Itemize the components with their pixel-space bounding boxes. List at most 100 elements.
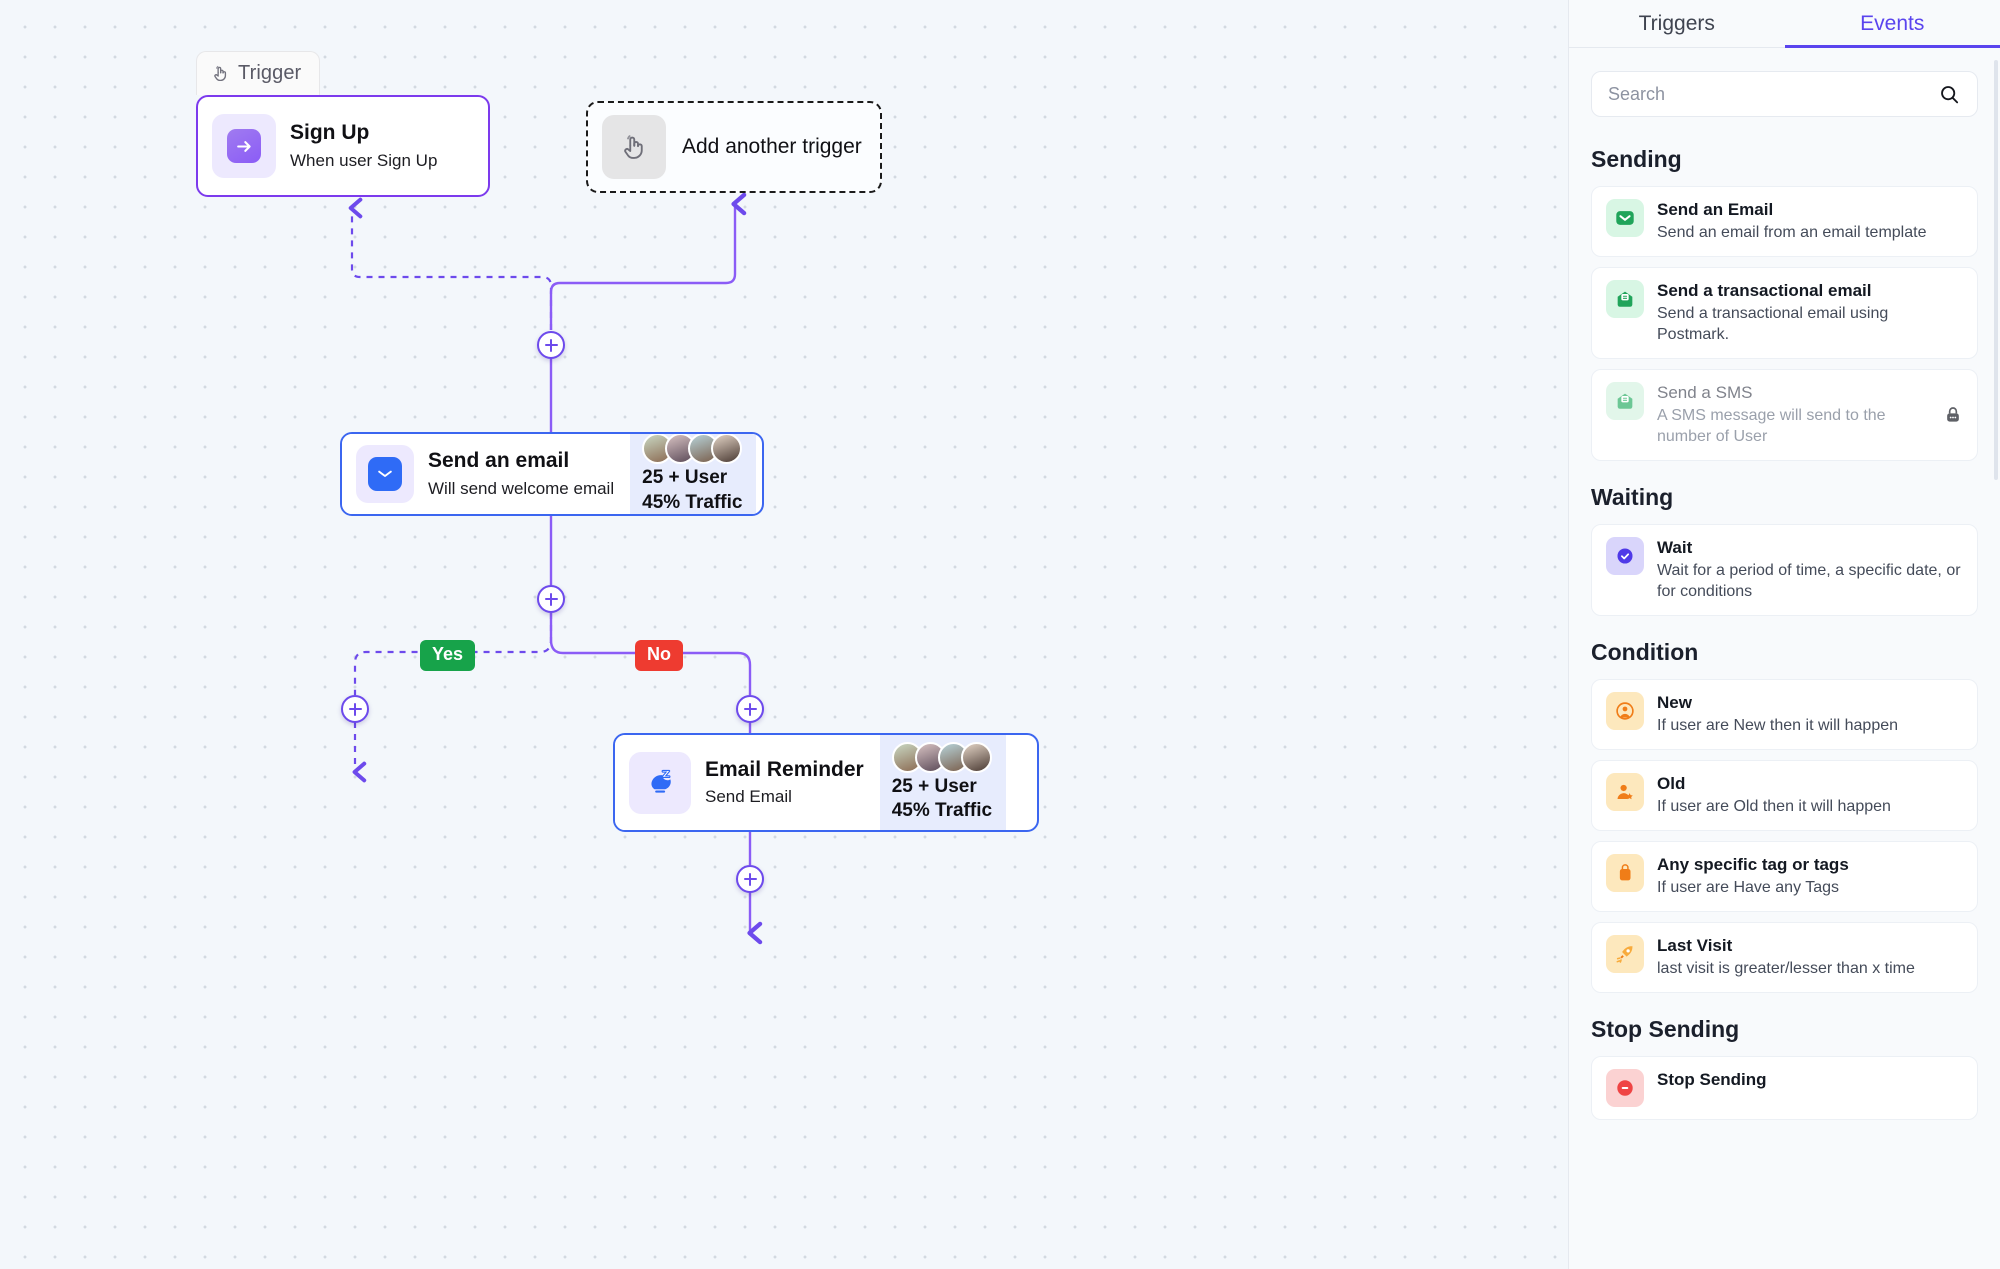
- section-title: Condition: [1591, 638, 1699, 665]
- stat-traffic: 45% Traffic: [891, 800, 993, 821]
- stat-traffic: 45% Traffic: [642, 491, 743, 513]
- envelope-doc-icon: [1606, 381, 1644, 420]
- tab-events[interactable]: Events: [1784, 0, 2000, 48]
- node-subtitle: Send Email: [705, 787, 792, 807]
- lock-icon: [1943, 405, 1963, 425]
- add-trigger-label: Add another trigger: [682, 135, 862, 158]
- search-input[interactable]: [1608, 83, 1938, 105]
- node-title: Sign Up: [290, 121, 370, 145]
- user-circle-icon: [1606, 691, 1644, 730]
- event-desc: If user are Have any Tags: [1657, 878, 1840, 896]
- node-add-another-trigger[interactable]: Add another trigger: [586, 101, 882, 193]
- node-sign-up[interactable]: Sign Up When user Sign Up: [196, 95, 490, 197]
- node-icon-wrapper: [356, 445, 414, 503]
- event-card-text: Send a SMS A SMS message will send to th…: [1657, 382, 1963, 448]
- search-box[interactable]: [1591, 71, 1978, 117]
- events-sidebar: Triggers Events Sending: [1568, 0, 2000, 1269]
- add-step-button[interactable]: [537, 331, 565, 359]
- event-desc: If user are Old then it will happen: [1657, 797, 1891, 815]
- section-sending: Sending Send an Email Send an email from…: [1591, 146, 1978, 461]
- event-card-text: Last Visit last visit is greater/lesser …: [1657, 935, 1963, 980]
- envelope-open-icon: [1606, 199, 1644, 237]
- sidebar-tabs: Triggers Events: [1569, 0, 2000, 48]
- event-card-text: New If user are New then it will happen: [1657, 692, 1963, 737]
- event-card-send-a-transactional-email[interactable]: Send a transactional email Send a transa…: [1591, 267, 1978, 359]
- event-card-text: Old If user are Old then it will happen: [1657, 773, 1963, 818]
- node-stats: 25 + User 45% Traffic: [630, 434, 757, 514]
- node-icon-wrapper: [602, 115, 666, 179]
- event-card-old[interactable]: Old If user are Old then it will happen: [1591, 759, 1978, 831]
- workflow-canvas[interactable]: Trigger Sign Up When user Sign Up: [0, 0, 1568, 1269]
- event-title: Stop Sending: [1657, 1069, 1767, 1089]
- branch-label-no[interactable]: No: [635, 640, 683, 671]
- event-card-text: Send a transactional email Send a transa…: [1657, 280, 1963, 346]
- avatar-group: [642, 434, 743, 465]
- event-desc: Wait for a period of time, a specific da…: [1657, 561, 1961, 600]
- section-title: Waiting: [1591, 483, 1674, 510]
- event-card-wait[interactable]: Wait Wait for a period of time, a specif…: [1591, 523, 1978, 616]
- node-icon-wrapper: [212, 114, 276, 178]
- trigger-tab-label: Trigger: [238, 62, 302, 84]
- event-card-text: Wait Wait for a period of time, a specif…: [1657, 537, 1963, 603]
- section-condition: Condition New If user are New then it wi…: [1591, 639, 1978, 993]
- tab-triggers[interactable]: Triggers: [1638, 11, 1715, 35]
- event-desc: A SMS message will send to the number of…: [1657, 407, 1886, 445]
- sidebar-scrollbar[interactable]: [1994, 60, 1998, 480]
- sidebar-body: Sending Send an Email Send an email from…: [1569, 48, 2000, 1269]
- add-step-button[interactable]: [736, 865, 764, 893]
- event-title: Send an Email: [1657, 200, 1774, 219]
- event-card-last-visit[interactable]: Last Visit last visit is greater/lesser …: [1591, 921, 1978, 993]
- branch-label-yes[interactable]: Yes: [420, 640, 476, 671]
- event-card-new[interactable]: New If user are New then it will happen: [1591, 678, 1978, 750]
- envelope-doc-icon: [1606, 280, 1644, 319]
- node-email-reminder[interactable]: Email Reminder Send Email 25 + User 45% …: [613, 733, 1039, 832]
- event-card-stop-sending[interactable]: Stop Sending: [1591, 1055, 1978, 1120]
- avatar: [711, 434, 743, 465]
- envelope-icon: [368, 457, 402, 491]
- tap-gesture-icon: [211, 64, 230, 83]
- node-main: Email Reminder Send Email: [615, 735, 880, 830]
- event-desc: last visit is greater/lesser than x time: [1657, 959, 1915, 977]
- event-title: Last Visit: [1657, 935, 1733, 955]
- section-stop-sending: Stop Sending Stop Sending: [1591, 1016, 1978, 1120]
- node-main: Send an email Will send welcome email: [342, 434, 631, 514]
- event-title: Send a transactional email: [1657, 281, 1872, 301]
- section-title: Stop Sending: [1591, 1015, 1740, 1042]
- arrow-right-icon: [227, 129, 261, 163]
- stat-users: 25 + User: [891, 775, 977, 797]
- node-title: Email Reminder: [705, 757, 864, 781]
- clock-check-icon: [1606, 536, 1644, 575]
- node-subtitle: When user Sign Up: [290, 150, 438, 170]
- event-card-text: Any specific tag or tags If user are Hav…: [1657, 854, 1963, 899]
- event-title: Old: [1657, 773, 1686, 793]
- user-star-icon: [1606, 772, 1644, 811]
- add-step-button[interactable]: [341, 695, 369, 723]
- avatar-group: [891, 741, 992, 773]
- event-desc: Send an email from an email template: [1657, 224, 1927, 242]
- event-card-text: Stop Sending: [1657, 1069, 1963, 1093]
- event-card-any-specific-tag[interactable]: Any specific tag or tags If user are Hav…: [1591, 840, 1978, 912]
- stop-icon: [1606, 1068, 1644, 1107]
- trigger-tab[interactable]: Trigger: [196, 51, 320, 95]
- avatar: [960, 741, 992, 773]
- search-icon[interactable]: [1938, 83, 1961, 106]
- event-card-send-an-email[interactable]: Send an Email Send an email from an emai…: [1591, 186, 1978, 258]
- node-text: Send an email Will send welcome email: [428, 449, 614, 498]
- event-title: Wait: [1657, 537, 1693, 557]
- section-title: Sending: [1591, 146, 1682, 172]
- event-desc: Send a transactional email using Postmar…: [1657, 305, 1889, 344]
- section-waiting: Waiting Wait Wait for a period of time, …: [1591, 484, 1978, 616]
- event-title: New: [1657, 692, 1692, 712]
- node-icon-wrapper: [629, 751, 691, 814]
- node-send-an-email[interactable]: Send an email Will send welcome email 25…: [340, 432, 764, 516]
- add-step-button[interactable]: [736, 695, 764, 723]
- node-subtitle: Will send welcome email: [428, 478, 615, 498]
- node-title: Send an email: [428, 449, 570, 473]
- stat-users: 25 + User: [642, 467, 728, 489]
- sleep-moon-z-icon: [643, 766, 677, 800]
- event-card-send-a-sms[interactable]: Send a SMS A SMS message will send to th…: [1591, 368, 1978, 461]
- node-text: Sign Up When user Sign Up: [290, 121, 437, 170]
- add-step-button[interactable]: [537, 585, 565, 613]
- event-card-text: Send an Email Send an email from an emai…: [1657, 199, 1963, 244]
